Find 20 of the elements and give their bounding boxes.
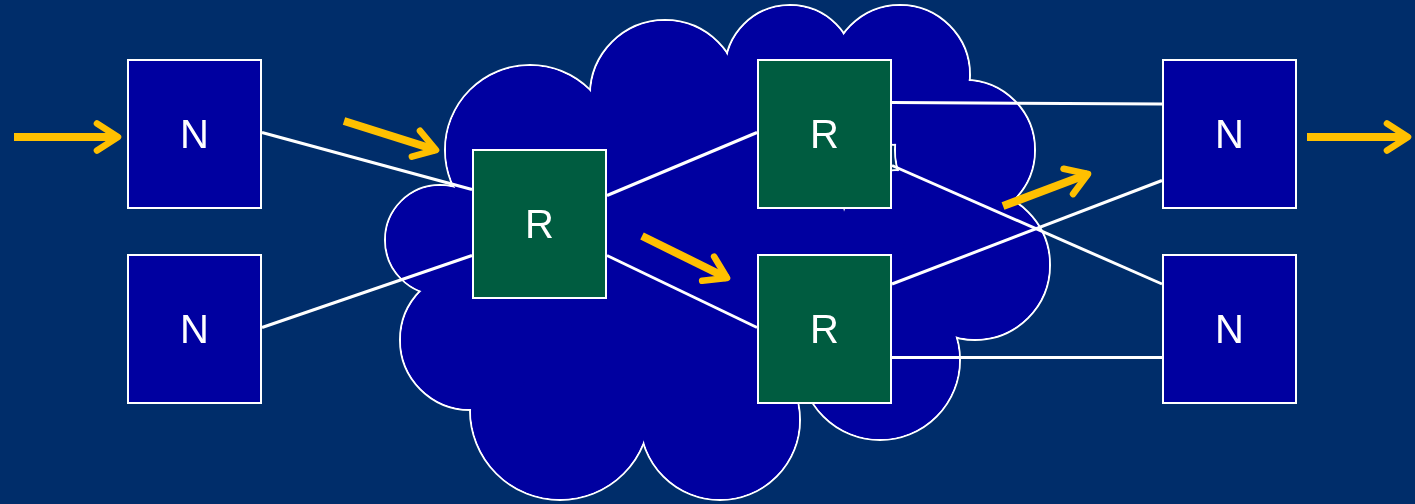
node-label: N — [180, 111, 209, 157]
network-box — [1162, 59, 1297, 209]
node-label: N — [180, 306, 209, 352]
connector-line — [892, 101, 1162, 106]
node-label: R — [810, 306, 839, 352]
network-box — [127, 59, 262, 209]
connector-line — [606, 131, 758, 197]
node-label: R — [810, 111, 839, 157]
connector-line — [892, 356, 1162, 359]
network-box — [472, 149, 607, 299]
node-label: N — [1215, 111, 1244, 157]
node-label: N — [1215, 306, 1244, 352]
network-box — [127, 254, 262, 404]
connector-line — [606, 254, 758, 329]
connector-line — [261, 254, 473, 329]
connector-line — [261, 131, 473, 191]
network-box — [757, 254, 892, 404]
network-box — [1162, 254, 1297, 404]
network-box — [757, 59, 892, 209]
node-label: R — [525, 201, 554, 247]
